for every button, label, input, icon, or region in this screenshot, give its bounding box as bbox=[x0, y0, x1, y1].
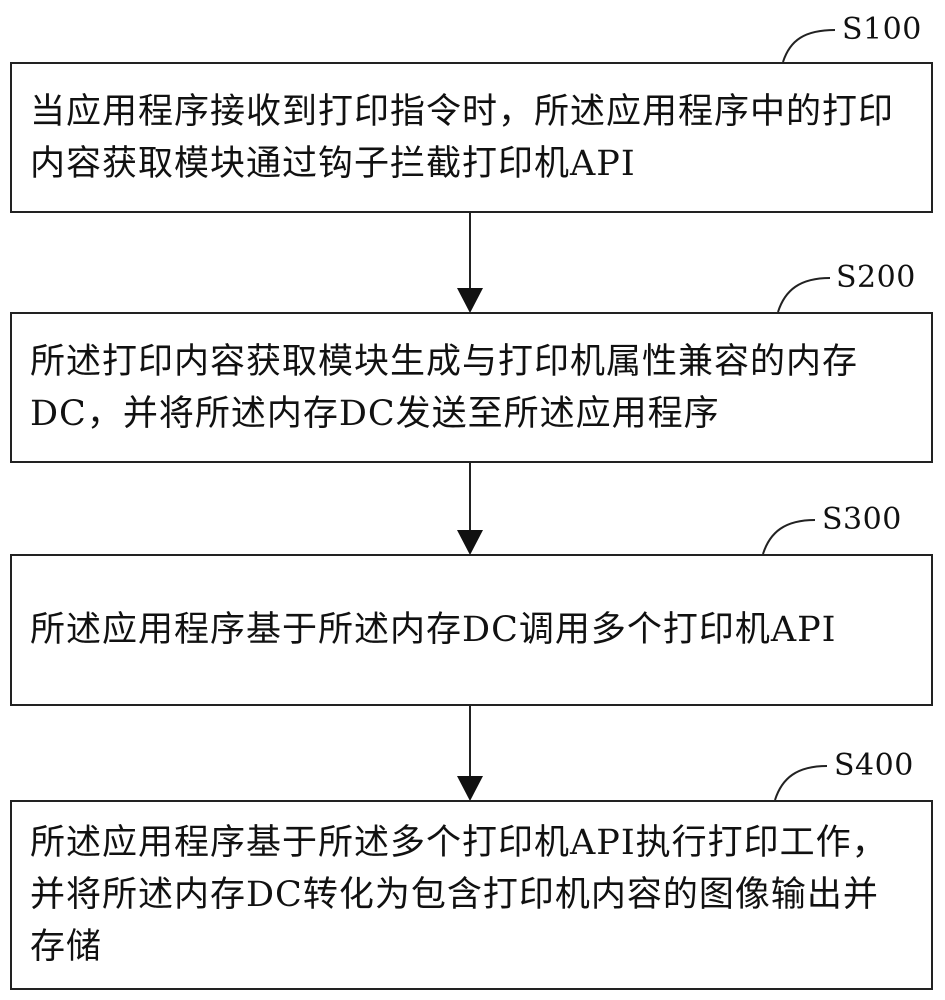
step-box-s300: 所述应用程序基于所述内存DC调用多个打印机API bbox=[10, 554, 933, 706]
step-label-s200: S200 bbox=[836, 260, 916, 295]
label-leader-s100 bbox=[782, 29, 836, 63]
step-box-s400: 所述应用程序基于所述多个打印机API执行打印工作，并将所述内存DC转化为包含打印… bbox=[10, 800, 933, 990]
label-leader-s300 bbox=[762, 519, 816, 555]
step-label-s100: S100 bbox=[842, 12, 922, 47]
arrow-s200-s300-head bbox=[457, 530, 483, 555]
arrow-s100-s200-head bbox=[457, 288, 483, 313]
step-text-s300: 所述应用程序基于所述内存DC调用多个打印机API bbox=[30, 610, 837, 650]
step-box-s100: 当应用程序接收到打印指令时，所述应用程序中的打印内容获取模块通过钩子拦截打印机A… bbox=[10, 62, 933, 213]
step-text-s100: 当应用程序接收到打印指令时，所述应用程序中的打印内容获取模块通过钩子拦截打印机A… bbox=[30, 91, 895, 184]
step-text-s200: 所述打印内容获取模块生成与打印机属性兼容的内存DC，并将所述内存DC发送至所述应… bbox=[30, 341, 859, 434]
step-box-s200: 所述打印内容获取模块生成与打印机属性兼容的内存DC，并将所述内存DC发送至所述应… bbox=[10, 312, 933, 463]
step-label-s400: S400 bbox=[834, 748, 914, 783]
label-leader-s400 bbox=[774, 765, 828, 801]
step-text-s400: 所述应用程序基于所述多个打印机API执行打印工作，并将所述内存DC转化为包含打印… bbox=[30, 823, 888, 967]
step-label-s300: S300 bbox=[822, 502, 902, 537]
arrow-s300-s400-head bbox=[457, 776, 483, 801]
label-leader-s200 bbox=[777, 277, 831, 313]
